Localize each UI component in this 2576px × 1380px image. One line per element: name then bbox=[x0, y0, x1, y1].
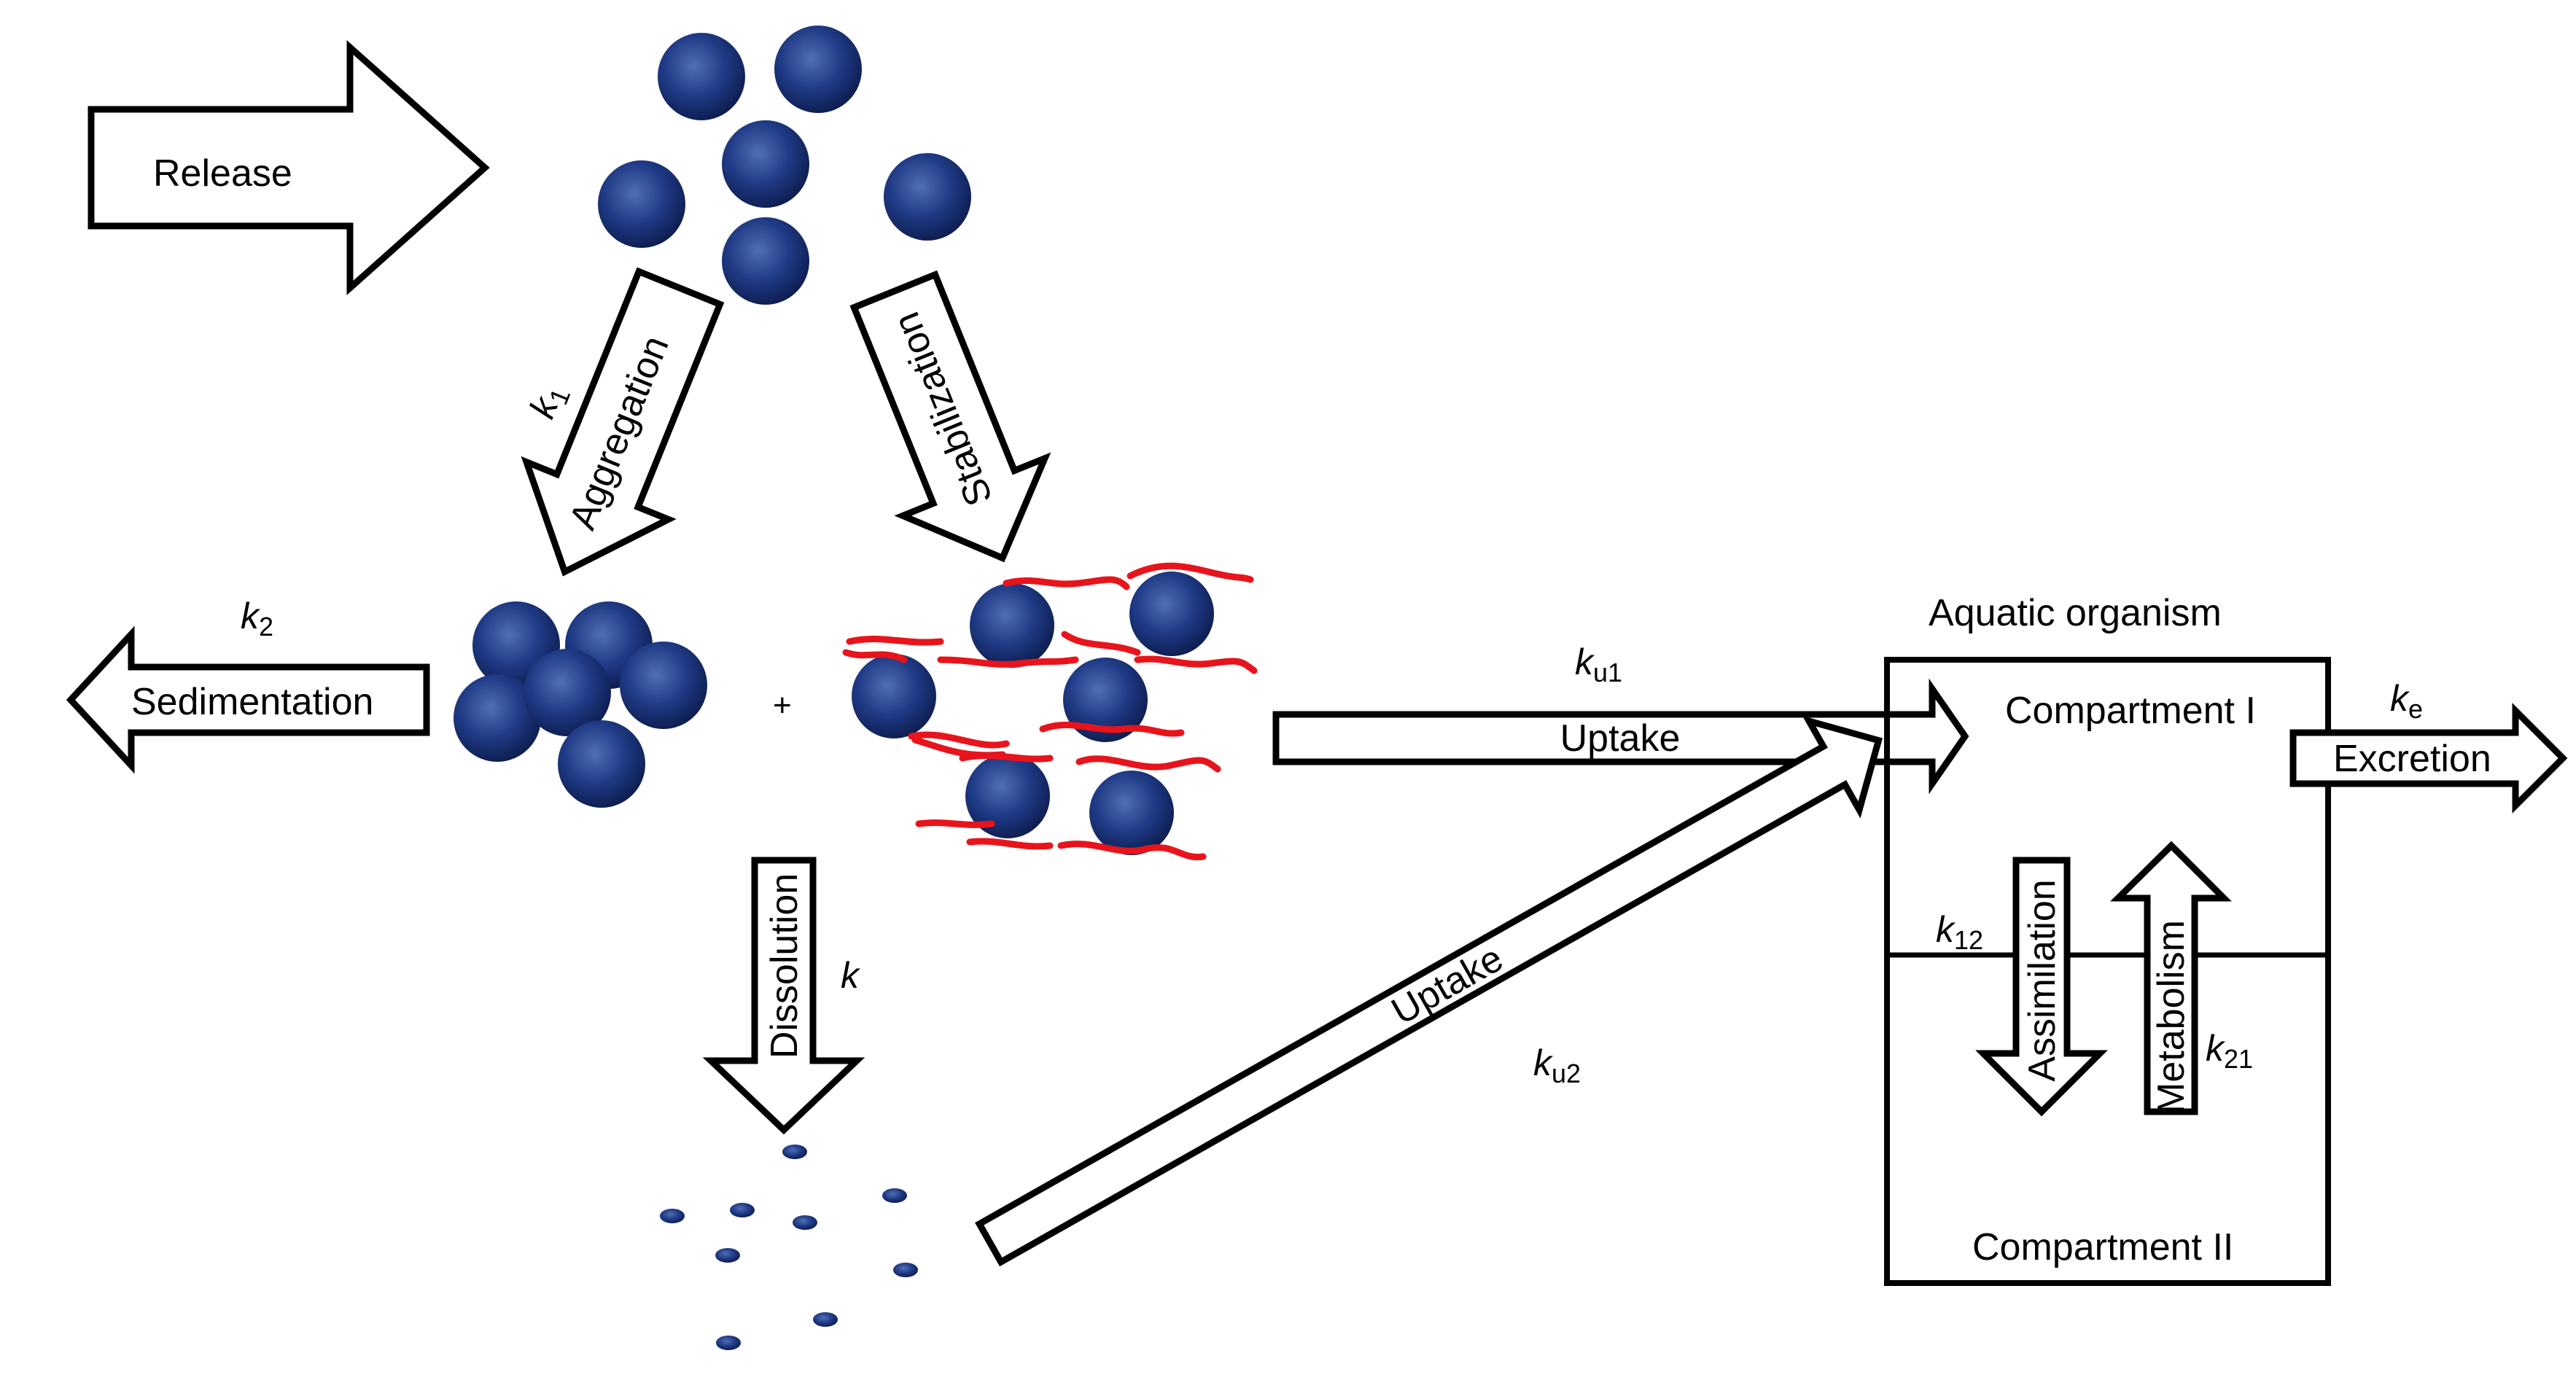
ion bbox=[893, 1263, 918, 1277]
particle bbox=[722, 217, 809, 305]
aggregated-particles bbox=[454, 601, 707, 808]
particle bbox=[774, 26, 862, 113]
aquatic-organism-title: Aquatic organism bbox=[1929, 592, 2222, 634]
organism-box bbox=[1884, 657, 2331, 1286]
metabolism-label: Metabolism bbox=[2150, 920, 2192, 1114]
particle bbox=[1129, 572, 1214, 656]
particle bbox=[598, 160, 685, 248]
aggregation-arrow: Aggregation bbox=[521, 267, 725, 577]
stabilized-particles bbox=[842, 562, 1258, 861]
particle bbox=[1089, 771, 1174, 855]
rate-k: k bbox=[841, 955, 861, 996]
sedimentation-arrow: Sedimentation bbox=[66, 625, 430, 774]
particle bbox=[454, 674, 541, 762]
rate-k21: k21 bbox=[2206, 1028, 2253, 1074]
free-particles bbox=[598, 26, 971, 305]
ion bbox=[730, 1203, 755, 1217]
release-label: Release bbox=[153, 152, 292, 195]
compartment-1-label: Compartment I bbox=[2005, 690, 2256, 732]
uptake-label-1: Uptake bbox=[1560, 717, 1681, 760]
rate-ku2: ku2 bbox=[1533, 1042, 1581, 1088]
dissolution-label: Dissolution bbox=[763, 873, 806, 1059]
particle bbox=[1063, 658, 1148, 742]
rate-k1: k1 bbox=[521, 378, 576, 426]
ion bbox=[716, 1336, 741, 1350]
ion bbox=[782, 1145, 807, 1159]
uptake-arrow-1: Uptake bbox=[1272, 678, 1969, 795]
rate-ku1: ku1 bbox=[1575, 642, 1622, 687]
sedimentation-label: Sedimentation bbox=[131, 681, 373, 723]
dissolution-arrow: Dissolution bbox=[702, 857, 865, 1135]
rate-k2: k2 bbox=[241, 596, 273, 642]
particle bbox=[970, 583, 1054, 668]
ion bbox=[882, 1188, 907, 1203]
particle bbox=[658, 33, 745, 120]
metabolism-arrow: Metabolism bbox=[2110, 841, 2232, 1115]
particle bbox=[965, 754, 1050, 838]
particle bbox=[852, 654, 936, 738]
particle bbox=[558, 720, 645, 808]
particle bbox=[620, 642, 707, 729]
particle bbox=[884, 153, 971, 241]
particle bbox=[524, 649, 611, 736]
assimilation-label: Assimilation bbox=[2021, 879, 2063, 1081]
rate-k12: k12 bbox=[1936, 909, 1983, 955]
plus-sign: + bbox=[773, 687, 792, 723]
excretion-label: Excretion bbox=[2333, 738, 2491, 780]
stabilization-arrow: Stabilization bbox=[849, 270, 1051, 563]
ion bbox=[660, 1209, 685, 1223]
rate-ke: ke bbox=[2390, 678, 2423, 724]
coating-lines bbox=[842, 562, 1258, 861]
dissolved-ions bbox=[660, 1145, 918, 1350]
assimilation-arrow: Assimilation bbox=[1975, 857, 2108, 1117]
ion bbox=[813, 1312, 838, 1327]
particle bbox=[722, 120, 809, 208]
release-arrow: Release bbox=[87, 39, 490, 296]
ion bbox=[715, 1248, 740, 1263]
ion bbox=[793, 1215, 817, 1230]
excretion-arrow: Excretion bbox=[2289, 703, 2568, 814]
compartment-2-label: Compartment II bbox=[1972, 1226, 2233, 1268]
